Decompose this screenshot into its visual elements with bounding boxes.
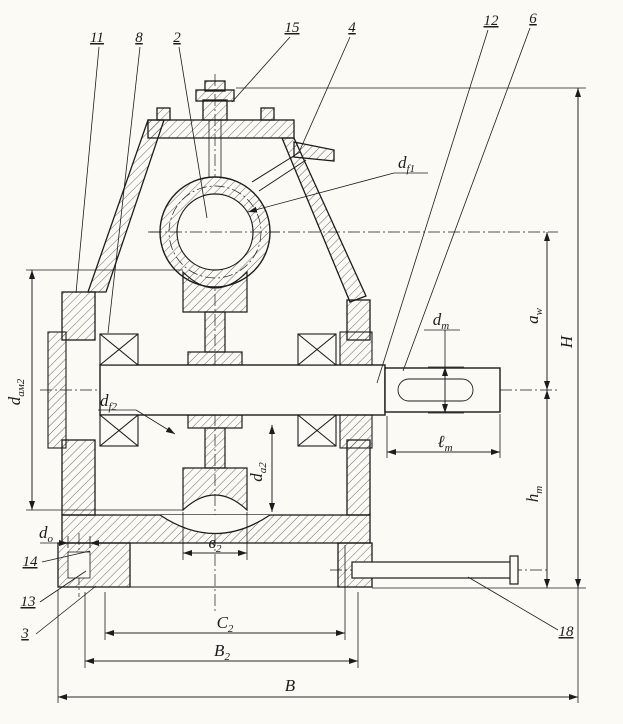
- label-H: H: [557, 334, 576, 349]
- leader-13: [39, 570, 87, 603]
- callout-3: 3: [20, 626, 29, 642]
- spout-handle-line1: [251, 151, 301, 183]
- leader-4: [299, 36, 351, 151]
- breather-cap: [195, 89, 235, 102]
- leader-2: [178, 46, 208, 219]
- dim-H: [236, 87, 586, 589]
- filler-spout: [293, 141, 335, 162]
- callout-8: 8: [135, 30, 143, 46]
- lower-shaft-end-washer: [509, 555, 519, 585]
- label-C2: C2: [217, 613, 234, 635]
- breather-stem: [202, 99, 228, 121]
- label-B: B: [285, 676, 296, 695]
- callout-18: 18: [559, 624, 575, 640]
- leader-14: [41, 550, 91, 563]
- dim-B: [57, 588, 579, 703]
- wheel-rim-bottom: [182, 467, 248, 512]
- wheel-hub-bottom: [187, 414, 243, 429]
- leader-18: [467, 576, 559, 631]
- left-slope-wall: [87, 119, 165, 293]
- dim-dt: [424, 329, 464, 414]
- right-slope-wall: [281, 137, 367, 303]
- leader-15: [231, 36, 291, 103]
- cover-bolt-right: [260, 107, 275, 121]
- wheel-web-bottom: [204, 427, 226, 469]
- callout-15: 15: [285, 20, 301, 36]
- roller-diagonal: [297, 333, 337, 366]
- wheel-rim-top: [182, 270, 248, 313]
- leader-6: [402, 27, 531, 372]
- dim-do: [40, 536, 118, 548]
- label-da2: da2: [247, 462, 269, 482]
- roller-diagonal: [99, 414, 139, 447]
- wheel-hub-top: [187, 351, 243, 366]
- right-wall-lower: [346, 439, 371, 516]
- label-df1: df1: [398, 153, 415, 175]
- shaft-body: [99, 364, 386, 416]
- label-ht: hт: [523, 486, 545, 503]
- spout-handle-line2: [258, 159, 307, 192]
- breather-knob: [204, 80, 226, 92]
- roller-diagonal: [99, 333, 139, 366]
- roller-diagonal: [297, 414, 337, 447]
- dim-B2: [84, 592, 359, 668]
- label-dam2: dам2: [5, 378, 27, 405]
- shaft-keyway: [397, 378, 474, 402]
- dimension-labels: df1 dт aw H hт dам2 df2 da2 ℓт do в2 C2 …: [5, 153, 576, 695]
- output-shaft: [99, 364, 501, 416]
- callout-leaders: [35, 27, 559, 635]
- wheel-web-top: [204, 311, 226, 353]
- label-dt: dт: [433, 310, 450, 332]
- leader-3: [35, 585, 97, 635]
- label-v2: в2: [209, 533, 222, 555]
- dim-lt: [386, 414, 501, 458]
- dim-C2: [104, 545, 346, 640]
- leader-12: [376, 29, 489, 384]
- callout-14: 14: [23, 554, 39, 570]
- label-do: do: [39, 523, 54, 545]
- callout-6: 6: [529, 11, 537, 27]
- lower-shaft-body: [351, 561, 513, 579]
- right-seal-gland-top: [339, 331, 373, 366]
- right-seal-gland-bottom: [339, 414, 373, 449]
- left-wall-lower: [61, 439, 96, 516]
- callout-11: 11: [90, 30, 104, 46]
- callout-numbers: 11 8 2 15 4 12 6 14 13 3 18: [20, 11, 574, 642]
- leader-df1: [247, 172, 428, 213]
- lower-shaft: [351, 555, 519, 585]
- right-bearing: [297, 333, 337, 447]
- cover-bolt-left: [156, 107, 171, 121]
- leader-df2: [98, 409, 176, 435]
- callout-13: 13: [21, 594, 36, 610]
- leader-8: [107, 46, 141, 334]
- left-wall-upper: [61, 291, 96, 341]
- foot-bolt-hole: [67, 551, 91, 579]
- bearings: [47, 331, 373, 449]
- callout-2: 2: [173, 30, 181, 46]
- label-df2: df2: [100, 391, 118, 413]
- label-aw: aw: [523, 307, 545, 324]
- worm-wheel: [182, 270, 248, 512]
- left-bearing-cover: [47, 331, 67, 449]
- dimension-lines: [26, 87, 586, 703]
- label-lt: ℓт: [437, 432, 452, 454]
- label-B2: B2: [214, 641, 230, 663]
- worm-section: [150, 176, 280, 288]
- callout-12: 12: [484, 13, 500, 29]
- leader-11: [75, 46, 100, 294]
- oil-sump-bowl: [159, 514, 271, 535]
- dim-v2: [182, 512, 248, 560]
- callout-4: 4: [348, 20, 356, 36]
- left-bearing: [99, 333, 139, 447]
- housing: [57, 80, 373, 588]
- dim-dam2: [26, 269, 183, 511]
- worm-thread-hatch: [160, 177, 271, 287]
